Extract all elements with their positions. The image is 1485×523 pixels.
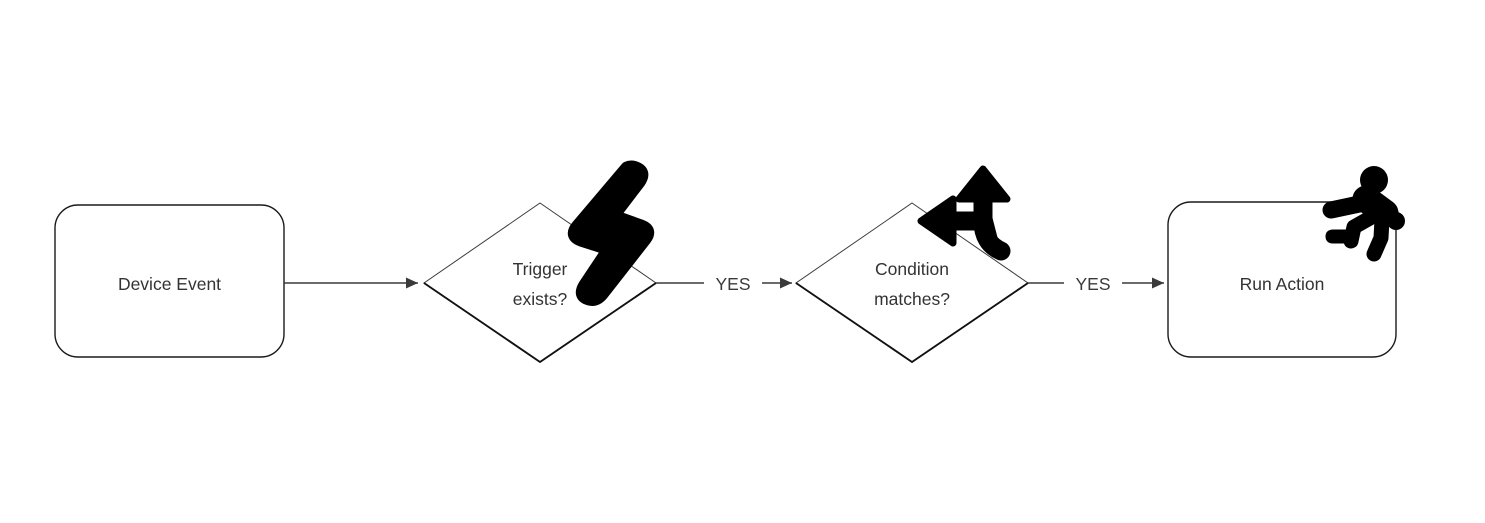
edge-device-event-to-trigger bbox=[284, 277, 418, 289]
runner-leg-front bbox=[1366, 211, 1390, 262]
device-event-label: Device Event bbox=[118, 274, 221, 294]
edge-3-arrowhead bbox=[1152, 277, 1164, 289]
runner-shoe bbox=[1325, 229, 1354, 244]
trigger-exists-label-line2: exists? bbox=[513, 289, 568, 309]
condition-matches-label-line2: matches? bbox=[874, 289, 950, 309]
edge-2-label: YES bbox=[715, 274, 750, 294]
trigger-exists-label-line1: Trigger bbox=[513, 259, 568, 279]
running-person-icon bbox=[1322, 166, 1405, 262]
node-device-event[interactable]: Device Event bbox=[54, 204, 285, 358]
branch-arrow-left-head bbox=[917, 195, 957, 247]
run-action-label: Run Action bbox=[1240, 274, 1325, 294]
edge-1-arrowhead bbox=[406, 277, 418, 289]
edge-3-label: YES bbox=[1075, 274, 1110, 294]
edge-condition-to-run-action: YES bbox=[1028, 274, 1164, 294]
edge-trigger-to-condition: YES bbox=[656, 274, 792, 294]
device-event-shape bbox=[54, 204, 285, 358]
condition-matches-label-line1: Condition bbox=[875, 259, 949, 279]
node-condition-matches[interactable]: Condition matches? bbox=[795, 202, 1029, 364]
branch-arrow-up-head bbox=[955, 165, 1011, 203]
runner-hand bbox=[1387, 212, 1405, 230]
edge-2-arrowhead bbox=[780, 277, 792, 289]
runner-arm-back bbox=[1322, 194, 1373, 219]
condition-matches-shape-lower-edge bbox=[795, 282, 1029, 364]
trigger-exists-shape-lower-edge bbox=[423, 282, 657, 364]
lightning-bolt-icon bbox=[567, 160, 655, 306]
branch-arrow-icon bbox=[917, 165, 1011, 261]
